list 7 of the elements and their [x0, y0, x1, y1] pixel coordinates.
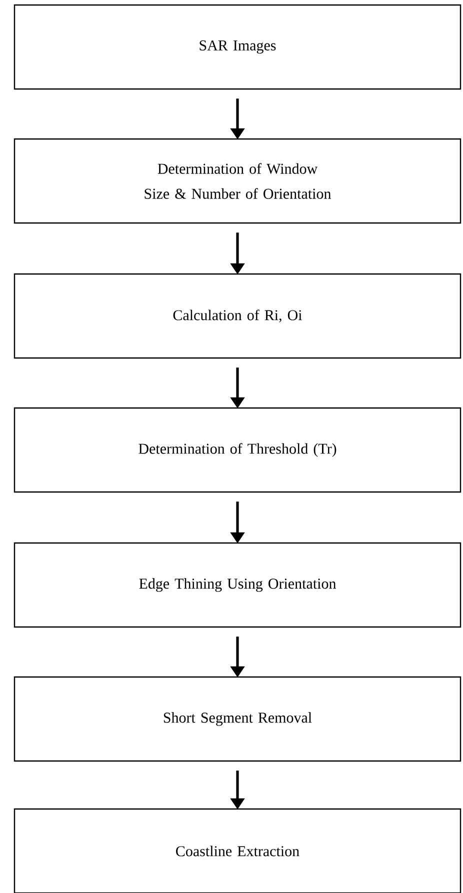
process-box: Calculation of Ri, Oi [14, 273, 462, 359]
process-box: Edge Thining Using Orientation [14, 542, 462, 628]
process-box: Coastline Extraction [14, 808, 462, 893]
process-box: Determination of Threshold (Tr) [14, 407, 462, 493]
process-box: Determination of Window Size & Number of Orientation [14, 138, 462, 224]
process-box: Short Segment Removal [14, 676, 462, 762]
process-box: SAR Images [14, 4, 462, 90]
